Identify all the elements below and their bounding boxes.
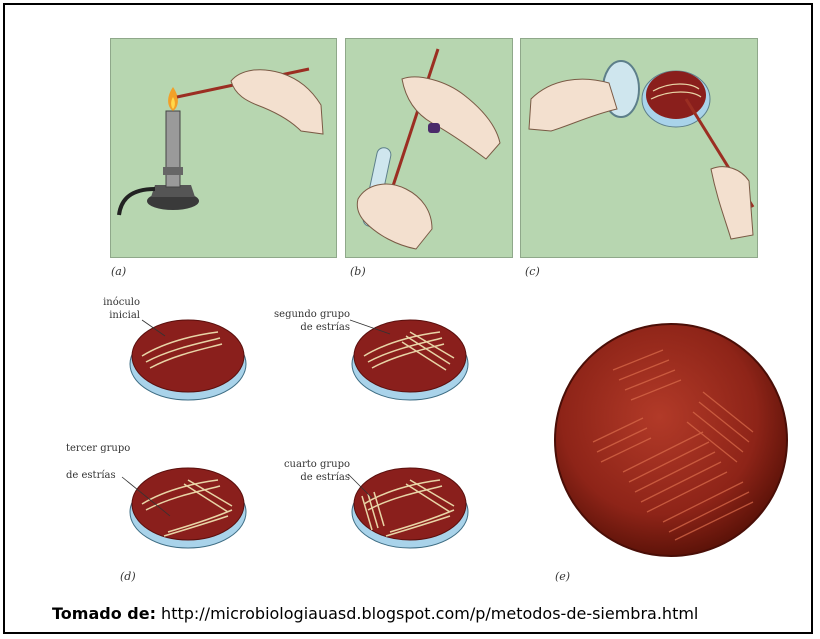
- source-caption: Tomado de: http://microbiologiauasd.blog…: [52, 604, 698, 623]
- dish-cuarto-grupo: [350, 460, 470, 550]
- test-tube-illustration: [346, 39, 512, 257]
- label-segundo-grupo: segundo grupo de estrías: [250, 308, 350, 334]
- caption-prefix: Tomado de:: [52, 604, 156, 623]
- label-tercer-line2: de estrías: [66, 469, 166, 482]
- panel-a-label: (a): [111, 265, 126, 278]
- dish-inoculo-inicial: [128, 312, 248, 402]
- label-tercer-line1: tercer grupo: [66, 442, 166, 455]
- label-cuarto-grupo: cuarto grupo de estrías: [254, 458, 350, 484]
- caption-url[interactable]: http://microbiologiauasd.blogspot.com/p/…: [156, 604, 698, 623]
- bunsen-burner-illustration: [111, 39, 336, 257]
- label-inoculo-line1: inóculo: [60, 296, 140, 309]
- panel-b-label: (b): [350, 265, 366, 278]
- panel-b: (b): [345, 38, 513, 258]
- label-cuarto-line1: cuarto grupo: [254, 458, 350, 471]
- panel-d-label: (d): [120, 570, 136, 583]
- label-cuarto-line2: de estrías: [254, 471, 350, 484]
- panel-a: (a): [110, 38, 337, 258]
- label-tercer-grupo: tercer grupo de estrías: [66, 442, 166, 482]
- label-inoculo-inicial: inóculo inicial: [60, 296, 140, 322]
- label-segundo-line1: segundo grupo: [250, 308, 350, 321]
- label-segundo-line2: de estrías: [250, 321, 350, 334]
- panel-c-label: (c): [525, 265, 540, 278]
- agar-plate-photo: [553, 322, 793, 562]
- label-inoculo-line2: inicial: [60, 309, 140, 322]
- panel-c: (c): [520, 38, 758, 258]
- dish-segundo-grupo: [350, 312, 470, 402]
- panel-e-label: (e): [555, 570, 570, 583]
- petri-streaking-illustration: [521, 39, 757, 257]
